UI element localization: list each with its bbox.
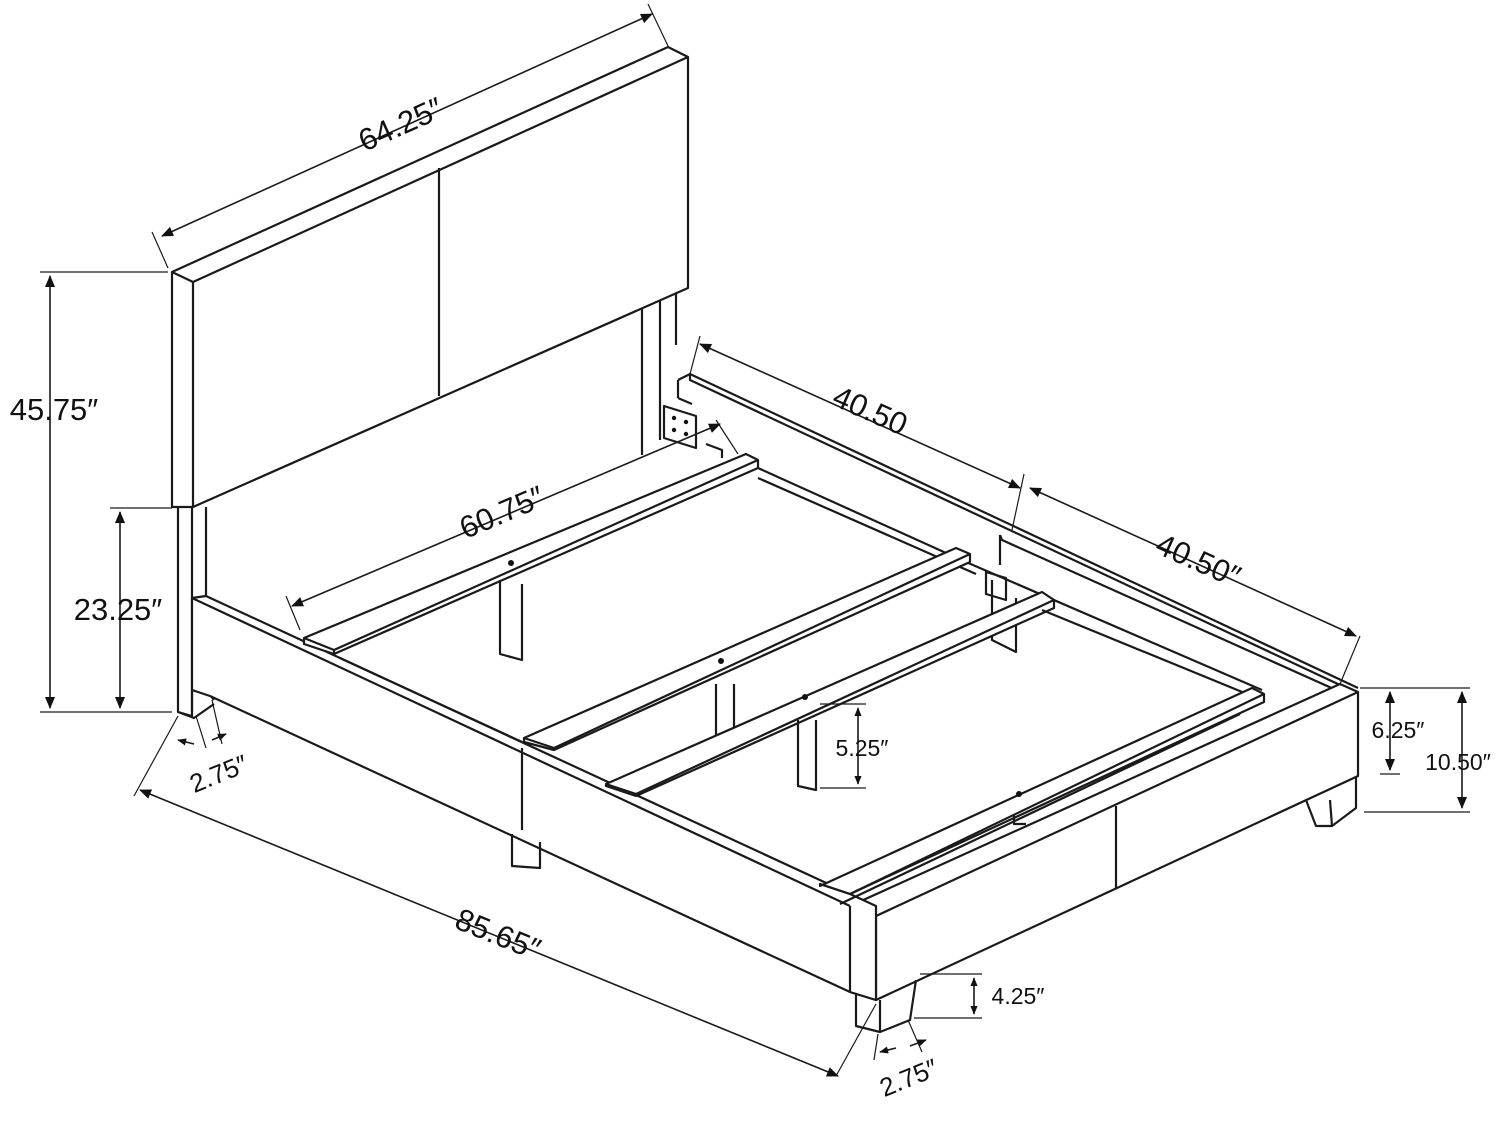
- dim-inner-width: 60.75″: [454, 479, 549, 546]
- dim-foot-leg-depth: 2.75″: [875, 1053, 942, 1103]
- dim-headboard-clearance: 23.25″: [74, 592, 163, 627]
- dim-side-rail-back: 40.50″: [1151, 526, 1246, 594]
- dim-rail-height: 6.25″: [1372, 717, 1425, 743]
- dim-overall-length: 85.65″: [450, 901, 545, 967]
- dim-leg-height: 4.25″: [992, 983, 1045, 1009]
- dim-headboard-width: 64.25″: [353, 90, 448, 158]
- dim-headboard-height: 45.75″: [10, 392, 99, 427]
- dim-overall-rail-height: 10.50″: [1425, 749, 1491, 775]
- dimension-lines: [40, 3, 1470, 1077]
- dim-headboard-leg-depth: 2.75″: [185, 749, 252, 799]
- dim-center-leg-height: 5.25″: [836, 735, 889, 761]
- dim-side-rail-front: 40.50: [828, 379, 913, 443]
